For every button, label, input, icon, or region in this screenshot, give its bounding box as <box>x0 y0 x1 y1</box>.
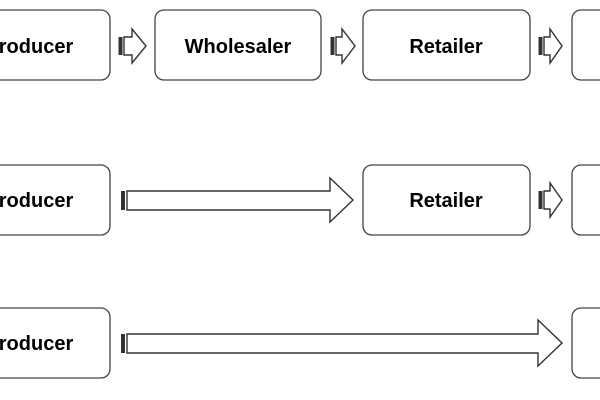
node-label: Wholesaler <box>185 36 292 58</box>
node-retailer: Retailer <box>362 9 531 81</box>
node-consumer <box>571 164 600 236</box>
arrow-shape <box>335 26 356 66</box>
node-label: Retailer <box>409 36 483 58</box>
node-box <box>571 9 600 81</box>
node-producer: roducer <box>0 9 111 81</box>
node-box <box>154 9 322 81</box>
arrow-shape <box>126 318 564 368</box>
node-box <box>0 9 111 81</box>
arrow-shape <box>126 176 355 224</box>
node-retailer: Retailer <box>362 164 531 236</box>
node-box <box>0 164 111 236</box>
arrow-shape <box>543 180 563 220</box>
chain-row-2: roducer Retailer <box>0 164 600 236</box>
arrow-tail-bar <box>330 37 335 55</box>
node-box <box>362 164 531 236</box>
chain-row-3: roducer <box>0 307 600 379</box>
arrow-tail-bar <box>121 334 125 353</box>
node-producer: roducer <box>0 307 111 379</box>
arrow-tail-bar <box>538 37 543 55</box>
node-box <box>362 9 531 81</box>
node-wholesaler: Wholesaler <box>154 9 322 81</box>
node-box <box>0 307 111 379</box>
arrow-tail-bar <box>118 37 123 55</box>
chain-row-1: roducer Wholesaler Retailer <box>0 9 600 81</box>
node-box <box>571 164 600 236</box>
arrow-wholesaler-to-retailer <box>330 26 356 66</box>
arrow-producer-to-wholesaler <box>118 27 147 65</box>
node-consumer <box>571 9 600 81</box>
arrow-retailer-to-consumer <box>538 26 563 66</box>
arrow-retailer-to-consumer <box>538 180 563 220</box>
arrow-shape <box>543 26 563 66</box>
node-box <box>571 307 600 379</box>
arrow-producer-to-consumer <box>121 318 564 368</box>
node-producer: roducer <box>0 164 111 236</box>
node-label: roducer <box>0 190 73 212</box>
node-label: roducer <box>0 36 73 58</box>
node-label: Retailer <box>409 190 483 212</box>
arrow-tail-bar <box>538 191 543 209</box>
node-label: roducer <box>0 333 73 355</box>
arrow-tail-bar <box>121 191 125 210</box>
arrow-producer-to-retailer <box>121 176 355 224</box>
arrow-shape <box>123 27 147 65</box>
node-consumer <box>571 307 600 379</box>
